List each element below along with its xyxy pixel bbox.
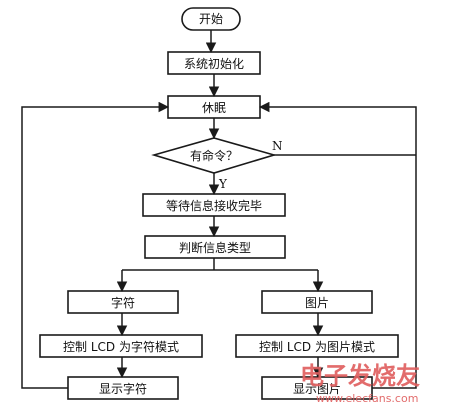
wait-label: 等待信息接收完毕 (166, 198, 262, 213)
no-label: N (272, 139, 283, 153)
lcd-char-label: 控制 LCD 为字符模式 (63, 339, 179, 354)
char-label: 字符 (111, 295, 135, 310)
decision-label: 有命令？ (190, 148, 238, 163)
init-label: 系统初始化 (184, 57, 244, 71)
show-char-label: 显示字符 (99, 381, 147, 396)
image-label: 图片 (305, 296, 329, 310)
connectors (21, 30, 417, 389)
watermark: 电子发烧友 www.elecfans.com (300, 362, 420, 405)
show-image-label: 显示图片 (293, 382, 341, 396)
sleep-label: 休眠 (202, 101, 226, 115)
start-label: 开始 (199, 12, 223, 26)
loop-right-line (258, 101, 417, 389)
loop-left-line (21, 101, 170, 389)
watermark-cn: 电子发烧友 (300, 362, 420, 390)
watermark-url: www.elecfans.com (316, 392, 418, 405)
yes-label: Y (218, 177, 228, 191)
judge-label: 判断信息类型 (179, 240, 251, 255)
lcd-image-label: 控制 LCD 为图片模式 (259, 340, 375, 354)
